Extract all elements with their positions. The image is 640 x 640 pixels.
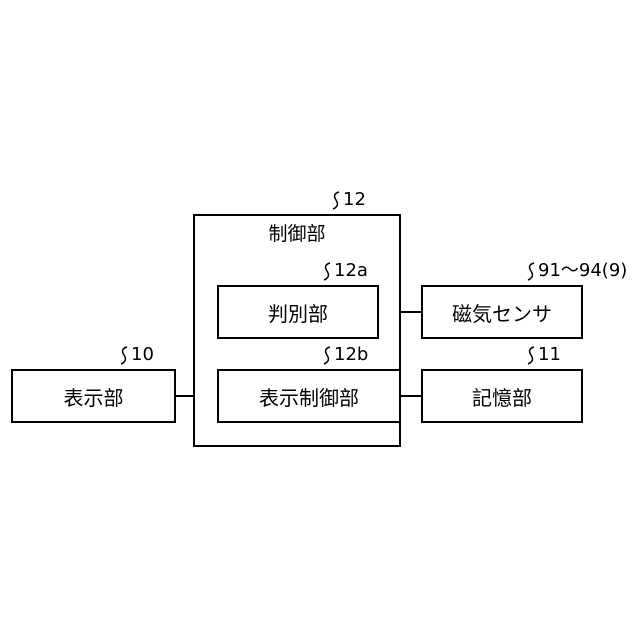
storage-unit-ref: 11 bbox=[526, 345, 561, 365]
magnetic-sensor-ref-text: 91～94(9) bbox=[538, 260, 627, 281]
display-control-unit-ref-text: 12b bbox=[334, 344, 368, 365]
leader-squiggle-icon bbox=[322, 261, 332, 281]
display-unit-ref: 10 bbox=[119, 345, 154, 365]
display-unit-block: 表示部 bbox=[11, 369, 176, 423]
determination-unit-ref-text: 12a bbox=[334, 260, 368, 281]
display-unit-label: 表示部 bbox=[64, 382, 124, 411]
display-control-unit-ref: 12b bbox=[322, 345, 368, 365]
leader-squiggle-icon bbox=[119, 345, 129, 365]
display-unit-ref-text: 10 bbox=[131, 344, 154, 365]
leader-squiggle-icon bbox=[526, 261, 536, 281]
magnetic-sensor-ref: 91～94(9) bbox=[526, 261, 627, 281]
storage-unit-ref-text: 11 bbox=[538, 344, 561, 365]
control-unit-label: 制御部 bbox=[268, 219, 325, 246]
magnetic-sensor-label: 磁気センサ bbox=[452, 298, 552, 327]
magnetic-sensor-block: 磁気センサ bbox=[421, 285, 583, 339]
leader-squiggle-icon bbox=[322, 345, 332, 365]
storage-unit-block: 記憶部 bbox=[421, 369, 583, 423]
leader-squiggle-icon bbox=[526, 345, 536, 365]
control-unit-ref: 12 bbox=[331, 190, 366, 210]
display-control-unit-label: 表示制御部 bbox=[259, 382, 359, 411]
connector-display-control-to-storage bbox=[399, 395, 423, 397]
display-control-unit-block: 表示制御部 bbox=[217, 369, 401, 423]
control-unit-ref-text: 12 bbox=[343, 189, 366, 210]
determination-unit-label: 判別部 bbox=[268, 298, 328, 327]
determination-unit-ref: 12a bbox=[322, 261, 368, 281]
leader-squiggle-icon bbox=[331, 190, 341, 210]
determination-unit-block: 判別部 bbox=[217, 285, 379, 339]
storage-unit-label: 記憶部 bbox=[472, 382, 532, 411]
